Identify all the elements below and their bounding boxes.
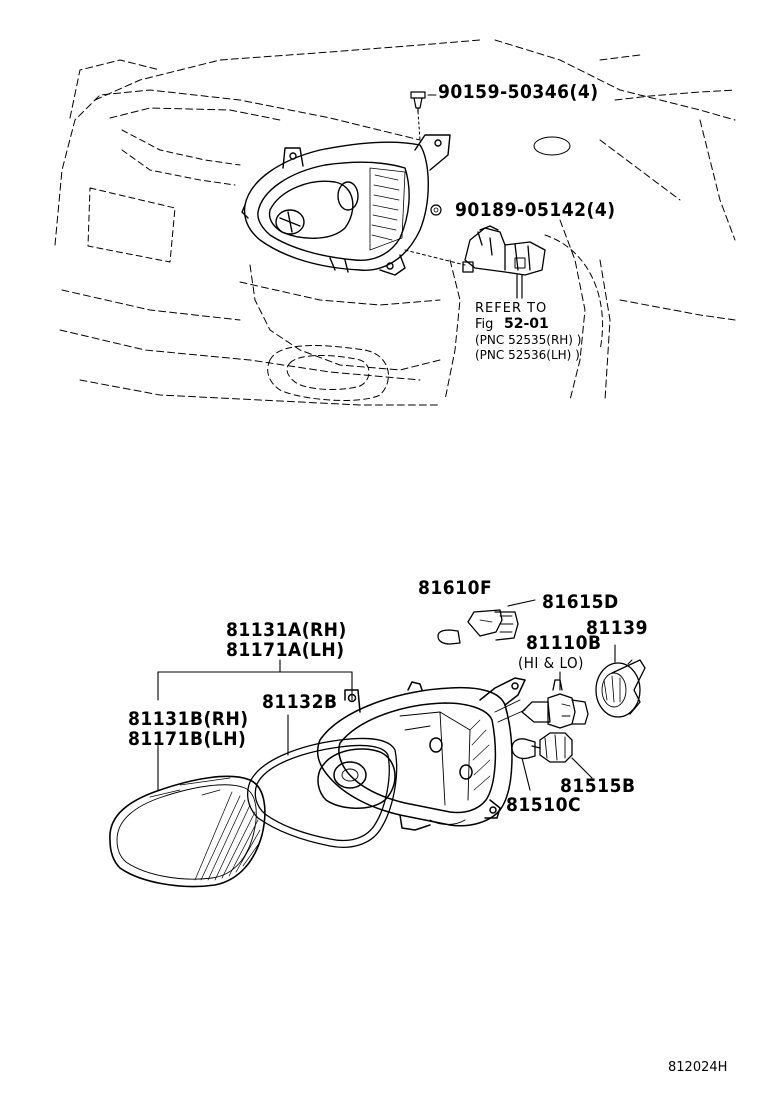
reference-fig-number: 52-01 [504,316,549,332]
leveling-actuator-icon [462,225,546,299]
fender-emblem [533,136,571,156]
callout-bolt: 90159-50346(4) [438,81,599,103]
callout-nut: 90189-05142(4) [455,199,616,221]
callout-main-bulb: 81110B [526,632,602,654]
callout-leader-lines [157,599,616,791]
callout-small-socket: 81615D [542,591,619,613]
callout-main-bulb-note: (HI & LO) [518,654,584,672]
callout-small-bulb: 81610F [418,577,493,599]
reference-fig-prefix: Fig [475,317,494,332]
headlamp-cap-icon [595,659,646,718]
license-plate-recess [87,187,176,263]
headlamp-gasket [247,737,398,848]
callout-unit-lh: 81171A(LH) [226,639,345,661]
callout-turn-socket: 81515B [560,775,636,797]
callout-lens-lh: 81171B(LH) [128,728,247,750]
car-body-outline [54,39,736,406]
headlamp-lens [109,775,266,888]
nut-90189-05142-icon [430,204,442,216]
small-socket-icon [467,609,519,641]
bolt-90159-50346-icon [410,91,426,113]
callout-cap: 81139 [586,617,648,639]
main-bulb-hi-lo-icon [521,679,589,729]
headlamp-housing [317,677,526,831]
turn-socket-icon [531,732,573,763]
callout-lens-rh: 81131B(RH) [128,708,249,730]
fog-lamp-recess [267,345,389,401]
callout-turn-bulb: 81510C [506,794,582,816]
installed-headlamp-assembly [241,134,451,276]
callout-gasket: 81132B [262,691,338,713]
reference-pnc-lh: (PNC 52536(LH) ) [475,348,580,362]
reference-pnc-rh: (PNC 52535(RH) ) [475,333,582,347]
reference-refer-to: REFER TO [475,301,548,316]
turn-bulb-icon [511,738,536,760]
figure-id: 812024H [668,1060,728,1075]
small-bulb-icon [437,629,461,645]
callout-unit-rh: 81131A(RH) [226,619,347,641]
